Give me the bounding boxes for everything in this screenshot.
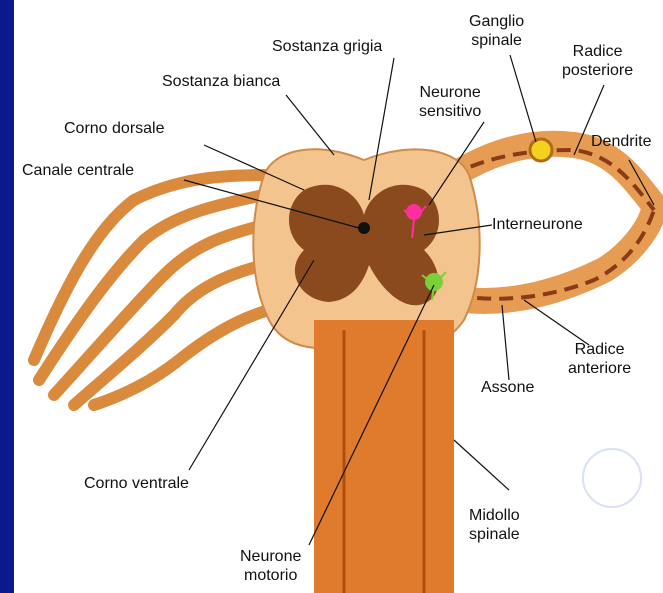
central-canal-dot [358, 222, 370, 234]
label-corno-ventrale: Corno ventrale [84, 474, 189, 493]
spinal-column [314, 320, 454, 593]
left-nerve-roots [34, 175, 269, 405]
label-dendrite: Dendrite [591, 132, 651, 151]
spinal-cord-illustration [14, 0, 663, 593]
watermark-logo [582, 448, 642, 508]
label-sostanza-bianca: Sostanza bianca [162, 72, 280, 91]
ganglion-body [530, 139, 552, 161]
motor-neuron-body [425, 273, 443, 291]
label-corno-dorsale: Corno dorsale [64, 119, 165, 138]
sensory-neuron-body [406, 204, 422, 220]
label-interneurone: Interneurone [492, 215, 583, 234]
label-canale-centrale: Canale centrale [22, 161, 134, 180]
label-sostanza-grigia: Sostanza grigia [272, 37, 382, 56]
label-assone: Assone [481, 378, 534, 397]
